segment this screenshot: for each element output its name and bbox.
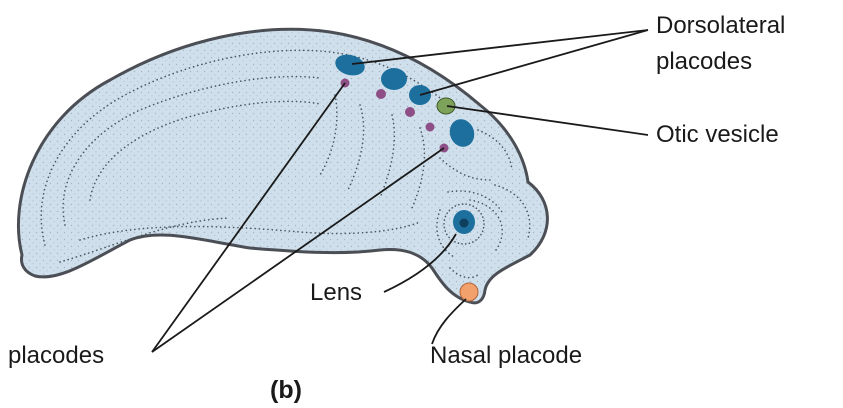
epibranchial-placode-4: [426, 123, 435, 132]
epibranchial-placode-3: [405, 107, 415, 117]
epibranchial-placode-2: [376, 89, 386, 99]
leader-dorsolateral-1: [352, 30, 648, 64]
label-dorsolateral-line1: Dorsolateral: [656, 12, 785, 39]
label-otic-vesicle: Otic vesicle: [656, 121, 779, 148]
nasal-placode-shape: [460, 283, 478, 301]
panel-label: (b): [270, 376, 302, 404]
lens-placode: [453, 210, 475, 234]
label-lens: Lens: [310, 279, 362, 306]
label-nasal-placode: Nasal placode: [430, 342, 582, 369]
dorsolateral-placode-2: [381, 68, 407, 90]
label-placodes: placodes: [8, 342, 104, 369]
leader-nasal: [432, 299, 466, 344]
body-stipple-texture: [18, 29, 547, 303]
label-dorsolateral-line2: placodes: [656, 48, 752, 75]
lens-placode-inner: [460, 219, 469, 228]
leader-dorsolateral-2: [420, 30, 648, 95]
